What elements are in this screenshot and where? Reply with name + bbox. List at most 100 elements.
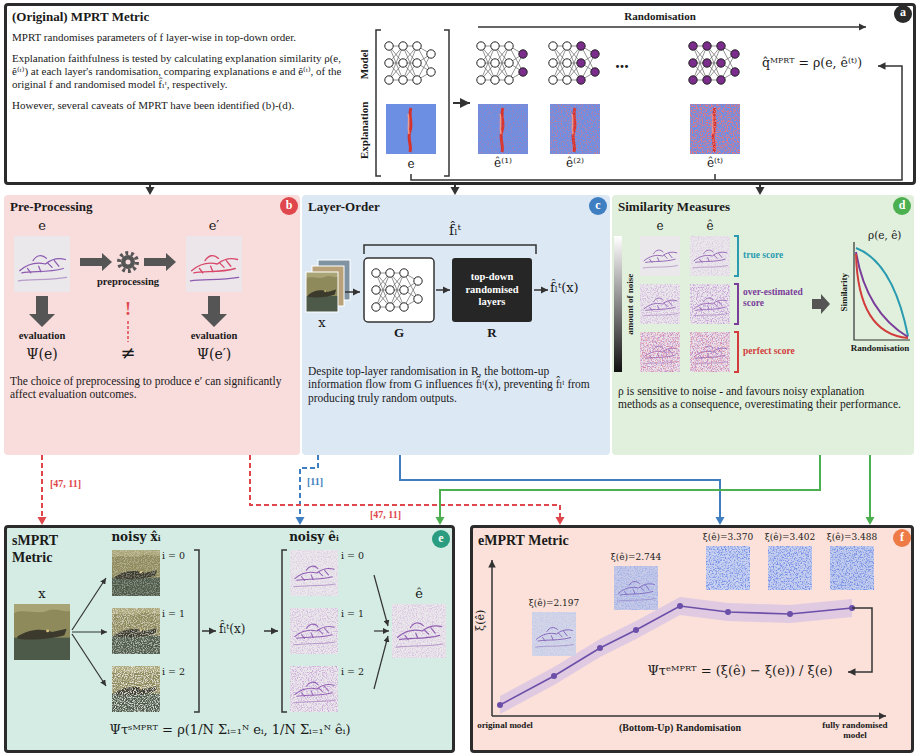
illustration-circle	[121, 255, 135, 269]
illustration-use	[689, 42, 697, 84]
illustration-rect	[830, 546, 874, 590]
illustration-rect	[690, 332, 730, 372]
illustration-rect	[768, 546, 812, 590]
panel-body: However, several caveats of MPRT have be…	[12, 99, 352, 112]
arrow-head	[436, 517, 445, 525]
panel-heading: Layer-Order	[308, 199, 508, 215]
label-text: e	[650, 220, 670, 234]
panel-heading: Similarity Measures	[618, 199, 818, 215]
illustration-use	[532, 612, 576, 656]
illustration-circle	[119, 253, 137, 271]
illustration-circle	[893, 197, 911, 215]
illustration-use	[290, 608, 338, 654]
illustration-path	[374, 630, 389, 631]
label-text: Randomisation	[847, 343, 913, 353]
illustration-use	[376, 273, 418, 307]
illustration-use	[491, 42, 499, 84]
illustration-path	[491, 560, 493, 716]
illustration-rect	[112, 666, 160, 712]
illustration-rect	[640, 332, 680, 372]
illustration-use	[703, 42, 711, 84]
illustration-use	[640, 236, 680, 276]
label-text: ρ(e, ê)	[868, 229, 912, 241]
illustration-use	[413, 42, 421, 84]
illustration-use	[386, 269, 394, 311]
illustration-polygon	[201, 296, 227, 327]
label-text: Model	[358, 36, 371, 92]
illustration-circle	[893, 529, 911, 547]
illustration-use	[717, 42, 725, 84]
illustration-rect	[614, 566, 658, 610]
edge-label: [47, 11]	[48, 478, 83, 490]
connector-arrow	[149, 185, 151, 189]
label-text: Randomisation	[605, 10, 715, 23]
label-text: i = 1	[341, 609, 371, 620]
illustration-path	[534, 289, 548, 291]
label-text: i = 2	[162, 667, 192, 678]
illustration-g	[689, 42, 739, 84]
illustration-use	[306, 272, 338, 312]
illustration-use	[385, 42, 393, 84]
label-text: noisy êᵢ	[269, 531, 359, 545]
illustration-rect	[290, 608, 338, 654]
panel-body: Despite top-layer randomisation in R, th…	[308, 365, 602, 406]
illustration-path	[264, 630, 278, 632]
label-text: ≠	[116, 343, 140, 364]
illustration-rect	[830, 546, 874, 590]
illustration-circle	[725, 609, 731, 615]
illustration-use	[290, 666, 338, 712]
illustration-path	[202, 630, 216, 632]
connector-arrow	[250, 455, 560, 519]
illustration-path	[194, 550, 199, 712]
connector-arrow	[41, 455, 43, 519]
panel-body: The choice of preprocessing to produce e…	[10, 375, 292, 403]
edge-label: [47, 11]	[368, 509, 403, 521]
illustration-path	[492, 715, 886, 717]
illustration-rect	[690, 332, 730, 372]
illustration-rect	[614, 566, 658, 610]
illustration-rect	[690, 104, 740, 154]
illustration-use	[690, 284, 730, 324]
illustration-path	[72, 578, 106, 630]
label-text: ...	[604, 52, 640, 73]
illustration-path	[848, 608, 872, 672]
illustration-use	[549, 42, 557, 84]
illustration-polygon	[80, 253, 112, 271]
label-text: true score	[743, 250, 809, 261]
illustration-circle	[633, 627, 639, 633]
illustration-circle	[597, 645, 603, 651]
illustration-use	[550, 104, 600, 154]
label-text: amount of noise	[625, 236, 635, 372]
illustration-circle	[126, 260, 131, 265]
illustration-rect	[112, 550, 160, 596]
illustration-use	[640, 332, 680, 372]
illustration-path	[734, 236, 738, 276]
connector-arrow	[454, 185, 456, 189]
illustration-use	[577, 42, 585, 84]
illustration-use	[693, 46, 735, 80]
illustration-use	[186, 236, 242, 292]
illustration-rect	[532, 612, 576, 656]
label-text: ξ(ê)=3.488	[823, 532, 881, 542]
label-text: q̂ᴹᴾᴿᵀ = ρ(e, ê⁽ᵗ⁾)	[737, 56, 887, 70]
label-text: ξ(ê)=2.197	[523, 598, 585, 608]
label-text: fully randomised model	[815, 720, 895, 741]
arrow-head	[451, 187, 460, 195]
illustration-rect	[532, 612, 576, 656]
illustration-g	[477, 42, 527, 84]
arrow-head	[716, 517, 725, 525]
label-text: e′	[202, 219, 226, 234]
illustration-use	[386, 104, 436, 154]
label-text: x	[312, 316, 332, 331]
illustration-circle	[497, 702, 503, 708]
arrow-head	[756, 187, 765, 195]
illustration-use	[399, 42, 407, 84]
illustration-path	[436, 289, 450, 291]
illustration-path	[734, 332, 738, 372]
illustration-path	[856, 252, 908, 337]
illustration-rect	[768, 546, 812, 590]
illustration-path	[734, 284, 738, 324]
label-text: ξ(ê)	[475, 600, 488, 640]
label-text: a	[894, 6, 912, 20]
illustration-polygon	[144, 253, 176, 271]
